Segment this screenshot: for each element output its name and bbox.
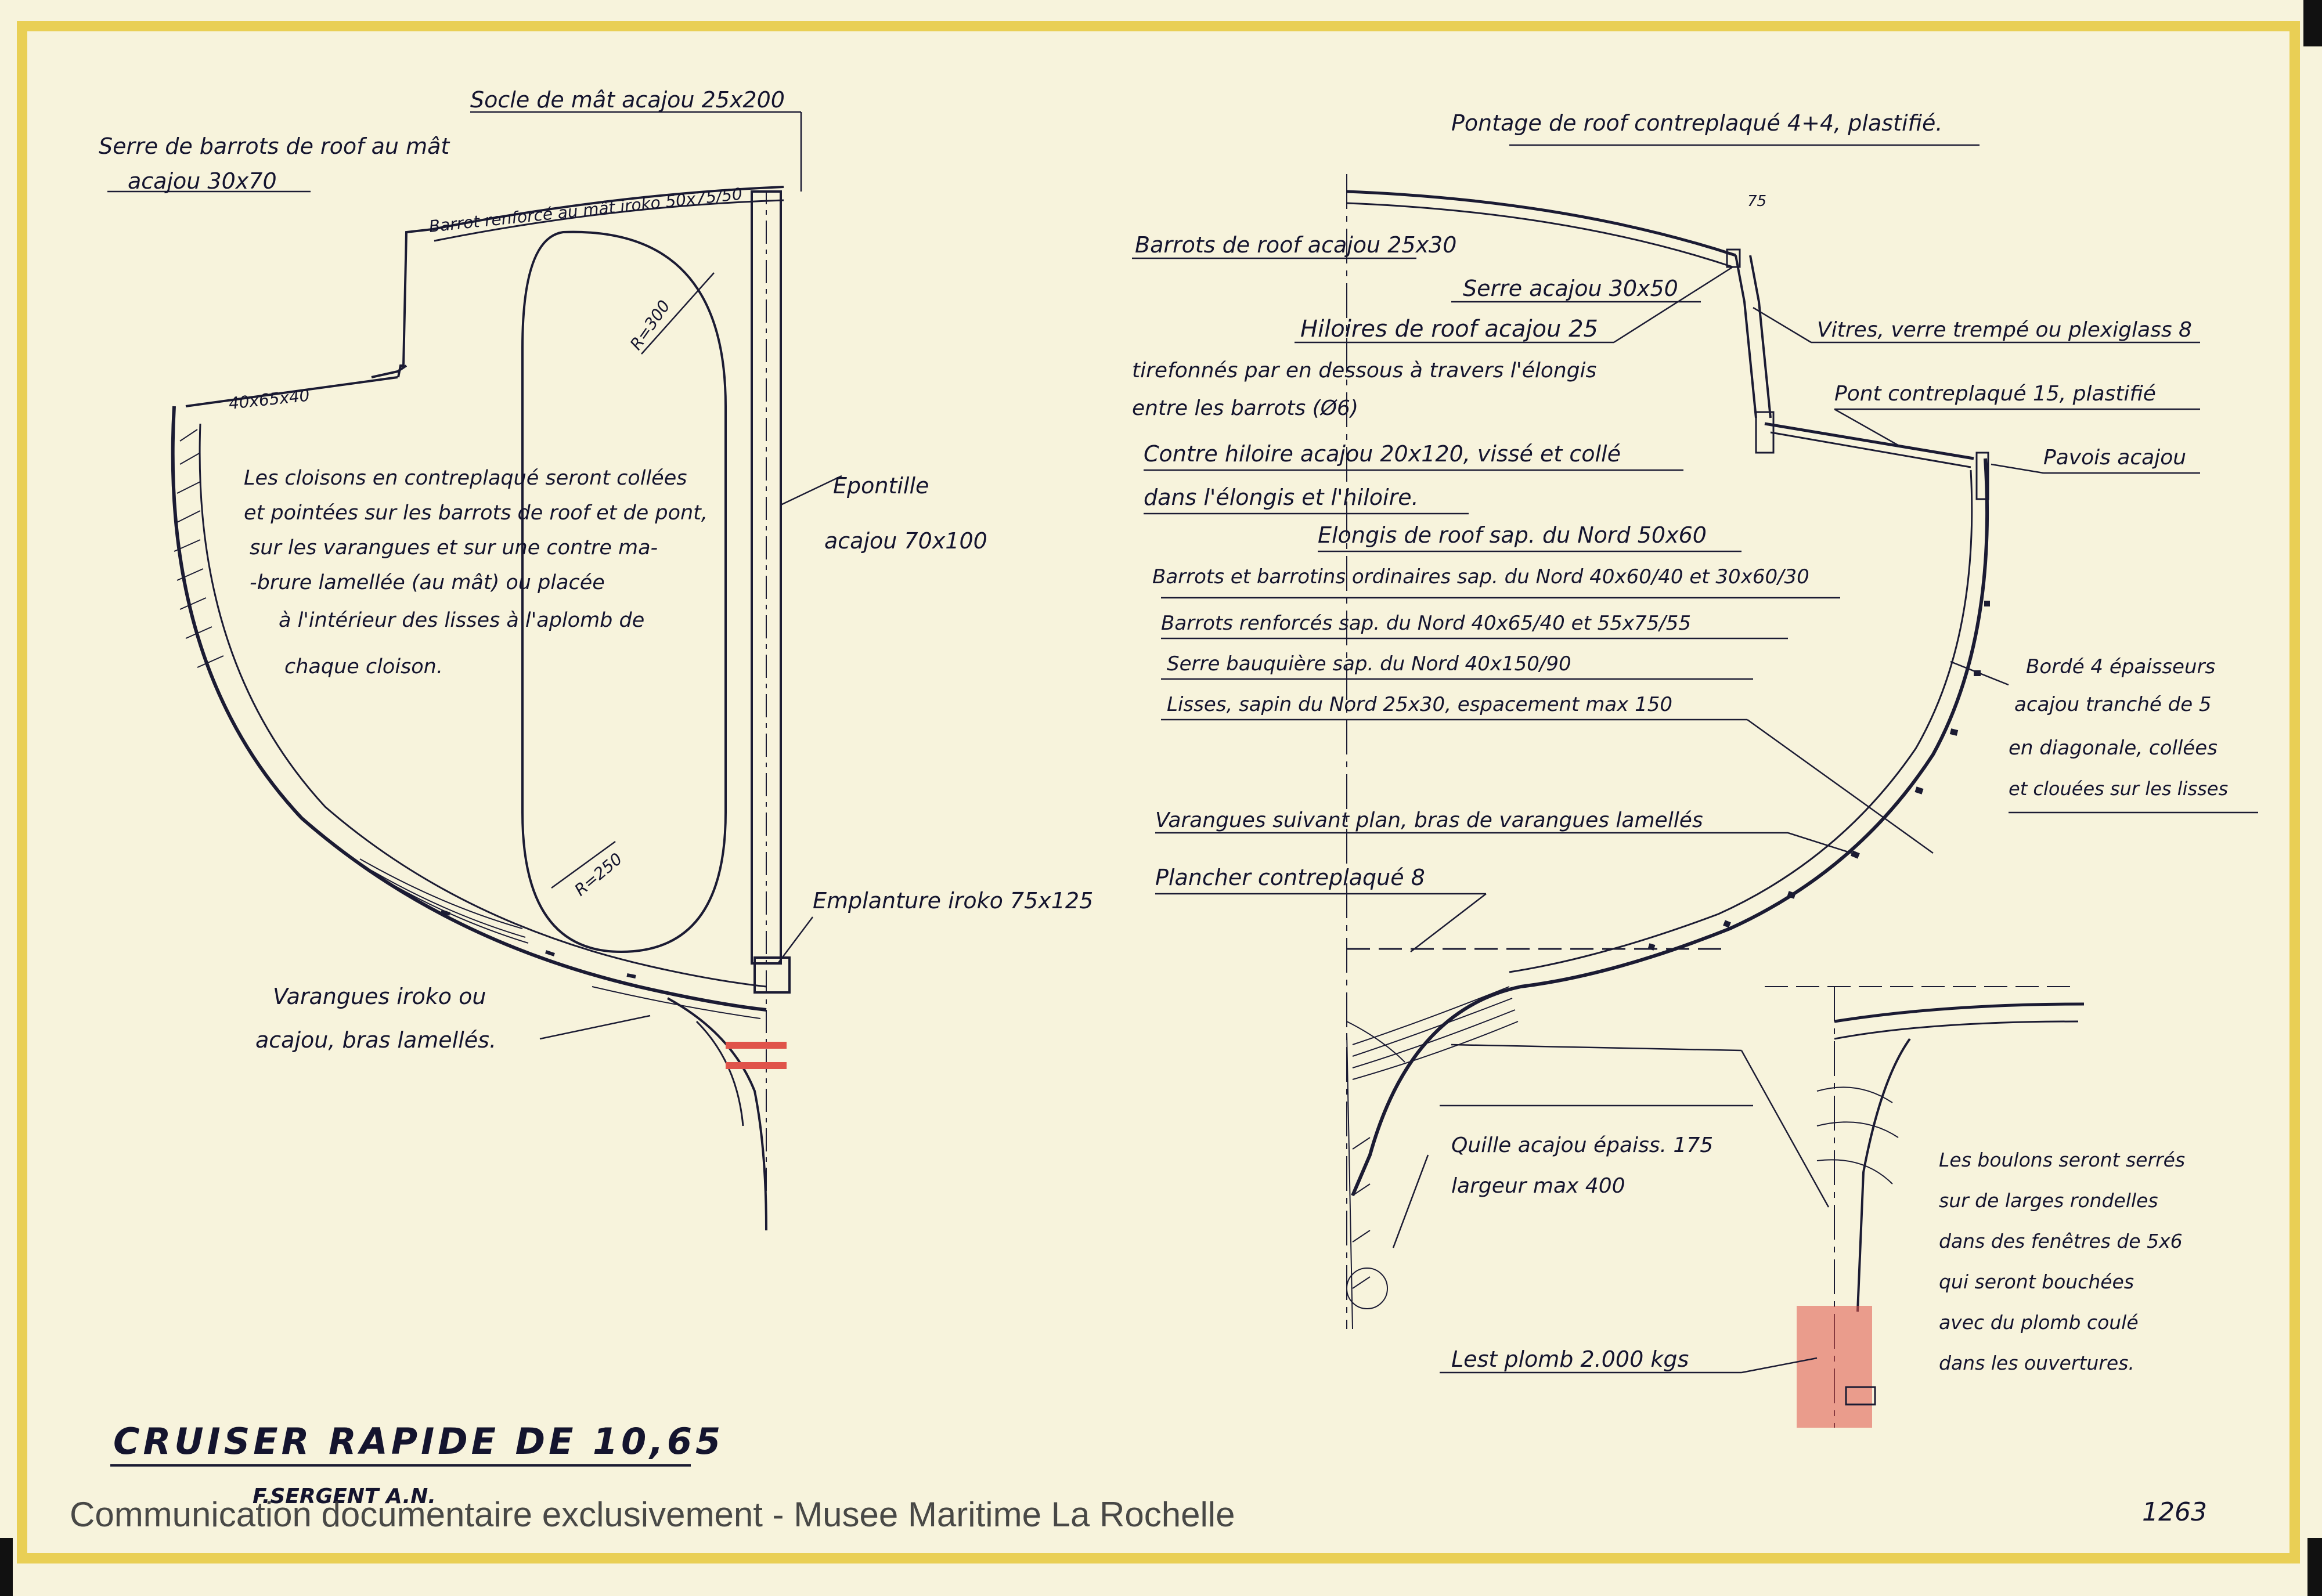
label-hiloires-3: entre les barrots (Ø6) [1132, 396, 1358, 420]
lead-ballast-red [1797, 1306, 1872, 1428]
left-red-mark-2 [726, 1062, 787, 1069]
left-hull-inner [199, 423, 767, 988]
left-note-line: -brure lamellée (au mât) ou placée [250, 571, 605, 594]
keel-note-block: Les boulons seront serrés sur de larges … [1939, 1149, 2185, 1374]
left-note-line: et pointées sur les barrots de roof et d… [244, 501, 708, 525]
label-varangues-2: acajou, bras lamellés. [255, 1027, 496, 1053]
right-leader-lines [1132, 144, 2258, 1374]
label-borde-3: en diagonale, collées [2009, 736, 2218, 760]
right-deck [1764, 422, 1974, 460]
label-serre-acajou: Serre acajou 30x50 [1463, 276, 1678, 301]
binding-tab-top-right [2303, 0, 2322, 46]
right-cabin-side [1735, 255, 1757, 418]
keel-note-line: dans des fenêtres de 5x6 [1939, 1230, 2183, 1252]
binding-tab-right [2307, 1538, 2322, 1596]
label-varangues-plan: Varangues suivant plan, bras de varangue… [1155, 808, 1703, 832]
left-note-line: à l'intérieur des lisses à l'aplomb de [279, 609, 644, 632]
keel-note-line: sur de larges rondelles [1939, 1189, 2158, 1212]
drawing-title: CRUISER RAPIDE DE 10,65 [113, 1420, 724, 1463]
label-borde-4: et clouées sur les lisses [2009, 778, 2228, 800]
left-mast-step [753, 956, 791, 994]
left-section-drawing [171, 186, 791, 1231]
label-pont: Pont contreplaqué 15, plastifié [1834, 382, 2156, 406]
drawing-author: F.SERGENT A.N. [253, 1485, 436, 1508]
keel-note-line: dans les ouvertures. [1939, 1352, 2134, 1374]
keel-note-line: qui seront bouchées [1939, 1270, 2134, 1293]
label-contre-hiloire-2: dans l'élongis et l'hiloire. [1144, 485, 1419, 510]
drawing-number: 1263 [2142, 1497, 2207, 1527]
label-epontille: Epontille [833, 473, 929, 499]
binding-tab-left [0, 1538, 13, 1596]
label-borde: Bordé 4 épaisseurs [2026, 655, 2215, 678]
museum-watermark: Communication documentaire exclusivement… [70, 1495, 1235, 1534]
left-red-mark-1 [726, 1042, 787, 1049]
label-quille: Quille acajou épaiss. 175 [1451, 1133, 1713, 1157]
label-hiloires-2: tirefonnés par en dessous à travers l'él… [1132, 359, 1596, 382]
keel-note-line: Les boulons seront serrés [1939, 1149, 2185, 1171]
label-emplanture: Emplanture iroko 75x125 [813, 888, 1093, 913]
label-lisses: Lisses, sapin du Nord 25x30, espacement … [1167, 693, 1672, 716]
label-elongis: Elongis de roof sap. du Nord 50x60 [1318, 522, 1707, 548]
left-leader-lines [107, 111, 842, 1040]
label-epontille-2: acajou 70x100 [824, 528, 987, 554]
left-roof-beam [432, 186, 784, 230]
left-note-line: Les cloisons en contreplaqué seront coll… [244, 467, 687, 490]
label-quille-2: largeur max 400 [1451, 1174, 1625, 1198]
label-serre-mat: Serre de barrots de roof au mât [99, 133, 450, 159]
keel-note-line: avec du plomb coulé [1939, 1311, 2139, 1334]
label-barrots-roof: Barrots de roof acajou 25x30 [1135, 232, 1456, 258]
label-plancher: Plancher contreplaqué 8 [1155, 865, 1425, 890]
label-varangues: Varangues iroko ou [273, 984, 486, 1009]
label-pavois: Pavois acajou [2043, 446, 2186, 470]
title-block: CRUISER RAPIDE DE 10,65 F.SERGENT A.N. 1… [110, 1420, 2207, 1527]
label-hiloires: Hiloires de roof acajou 25 [1300, 316, 1598, 342]
left-note-line: chaque cloison. [284, 655, 443, 678]
left-note-block: Les cloisons en contreplaqué seront coll… [244, 467, 708, 678]
label-vitres: Vitres, verre trempé ou plexiglass 8 [1817, 318, 2192, 342]
right-roof [1346, 190, 1736, 257]
label-contre-hiloire: Contre hiloire acajou 20x120, vissé et c… [1144, 441, 1621, 467]
left-note-line: sur les varangues et sur une contre ma- [250, 536, 658, 559]
left-keel-skeg [667, 997, 767, 1231]
label-lest: Lest plomb 2.000 kgs [1451, 1346, 1689, 1372]
left-deck [185, 376, 398, 407]
label-borde-2: acajou tranché de 5 [2014, 693, 2212, 716]
label-barrots-renf: Barrots renforcés sap. du Nord 40x65/40 … [1161, 612, 1691, 635]
right-section-drawing [1346, 174, 2085, 1428]
label-serre-mat-2: acajou 30x70 [128, 168, 277, 194]
yellow-frame [17, 21, 2300, 1563]
bulkhead-opening [521, 230, 727, 954]
label-bauquiere: Serre bauquière sap. du Nord 40x150/90 [1167, 652, 1571, 676]
label-dim-75: 75 [1747, 193, 1766, 210]
label-barrots-ord: Barrots et barrotins ordinaires sap. du … [1152, 565, 1809, 588]
right-annotations: Pontage de roof contreplaqué 4+4, plasti… [1132, 110, 2228, 1372]
right-hull [1351, 458, 1989, 1197]
label-socle: Socle de mât acajou 25x200 [470, 87, 785, 113]
label-pontage: Pontage de roof contreplaqué 4+4, plasti… [1451, 110, 1943, 136]
